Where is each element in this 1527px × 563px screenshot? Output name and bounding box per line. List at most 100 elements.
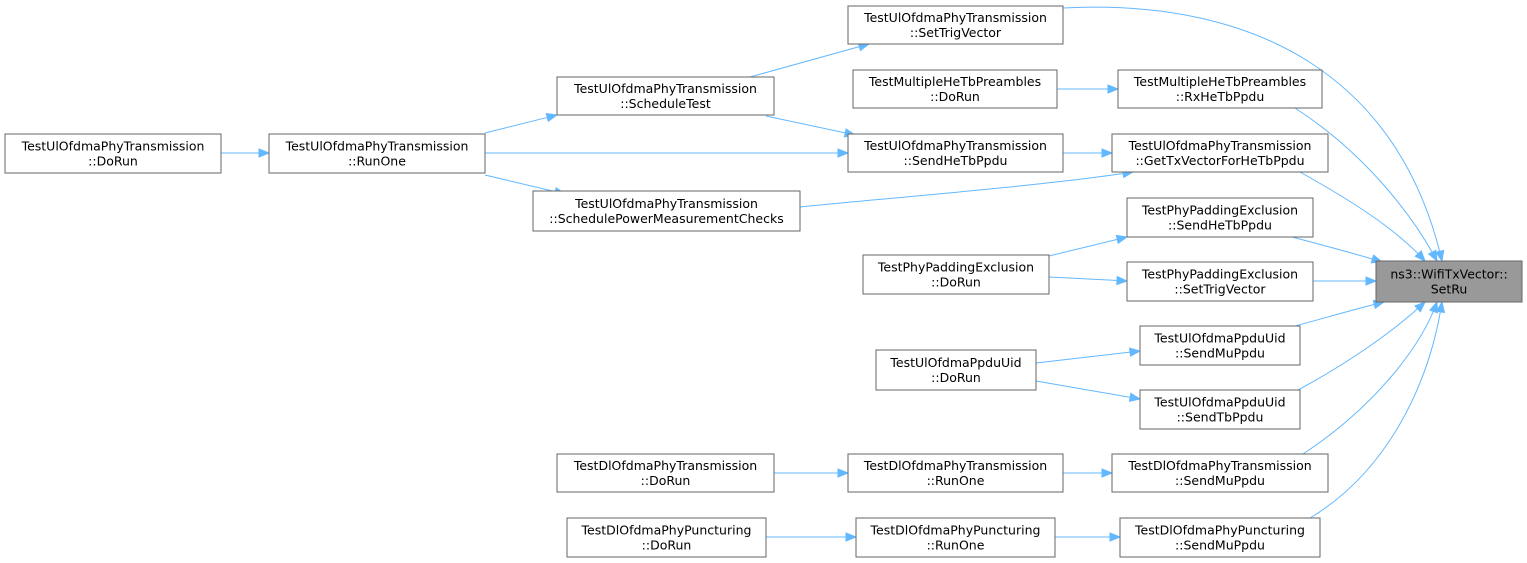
node-box[interactable] <box>556 453 775 493</box>
node-ul-sched[interactable]: TestUlOfdmaPhyTransmission::ScheduleTest <box>556 76 775 116</box>
arrowhead-icon <box>1427 249 1438 263</box>
edge-line <box>1299 171 1426 262</box>
arrowhead-icon <box>1414 301 1426 313</box>
edge-pun_send-to-wifitx <box>1309 300 1446 519</box>
node-box[interactable] <box>1375 260 1523 303</box>
arrowhead-icon <box>1435 300 1446 314</box>
edge-line <box>799 171 1134 208</box>
node-ul-gettx[interactable]: TestUlOfdmaPhyTransmission::GetTxVectorF… <box>1111 133 1329 173</box>
arrowhead-icon <box>1429 300 1438 314</box>
edge-dl_runone-to-dl_send <box>1063 468 1114 478</box>
node-label: ::ScheduleTest <box>620 96 711 111</box>
arrowhead-icon <box>1101 148 1114 158</box>
node-mhe-rx[interactable]: TestMultipleHeTbPreambles::RxHeTbPpdu <box>1117 69 1323 109</box>
node-wifitx[interactable]: ns3::WifiTxVector::SetRu <box>1375 260 1523 303</box>
node-label: TestUlOfdmaPpduUid <box>1153 395 1285 410</box>
arrowhead-icon <box>1414 250 1426 262</box>
node-pun-send[interactable]: TestDlOfdmaPhyPuncturing::SendMuPpdu <box>1119 517 1321 558</box>
edge-pun_dorun-to-pun_runone <box>766 532 858 542</box>
node-ul-power[interactable]: TestUlOfdmaPhyTransmission::SchedulePowe… <box>532 190 801 232</box>
node-label: TestDlOfdmaPhyPuncturing <box>870 523 1041 538</box>
node-label: ::RxHeTbPpdu <box>1176 89 1265 104</box>
node-box[interactable] <box>1117 69 1323 109</box>
node-uid-dorun[interactable]: TestUlOfdmaPpduUid::DoRun <box>875 349 1037 391</box>
node-ul-send[interactable]: TestUlOfdmaPhyTransmission::SendHeTbPpdu <box>847 133 1064 173</box>
node-label: TestUlOfdmaPhyTransmission <box>1128 138 1312 153</box>
node-box[interactable] <box>1111 453 1329 493</box>
node-box[interactable] <box>855 517 1056 558</box>
node-box[interactable] <box>566 517 767 558</box>
node-label: TestDlOfdmaPhyPuncturing <box>1134 523 1305 538</box>
edge-mhe_rx-to-wifitx <box>1294 107 1438 263</box>
node-label: ::GetTxVectorForHeTbPpdu <box>1135 153 1304 168</box>
node-dl-send[interactable]: TestDlOfdmaPhyTransmission::SendMuPpdu <box>1111 453 1329 493</box>
node-ul-runone[interactable]: TestUlOfdmaPhyTransmission::RunOne <box>268 133 486 174</box>
edge-line <box>1048 276 1119 282</box>
node-pad-settrig[interactable]: TestPhyPaddingExclusion::SetTrigVector <box>1126 261 1314 302</box>
edge-ul_sched-to-ul_send <box>765 115 857 138</box>
node-box[interactable] <box>862 254 1050 295</box>
edge-line <box>1291 236 1383 263</box>
edge-line <box>1035 380 1132 398</box>
node-dl-dorun[interactable]: TestDlOfdmaPhyTransmission::DoRun <box>556 453 775 493</box>
node-label: TestUlOfdmaPpduUid <box>889 355 1021 370</box>
edge-ul_dorun-to-ul_runone <box>221 148 271 158</box>
arrowhead-icon <box>545 112 559 123</box>
edge-line <box>765 115 847 134</box>
node-dl-runone[interactable]: TestDlOfdmaPhyTransmission::RunOne <box>847 453 1064 493</box>
node-label: TestDlOfdmaPhyPuncturing <box>581 523 752 538</box>
node-box[interactable] <box>1111 133 1329 173</box>
node-box[interactable] <box>4 133 222 174</box>
edge-ul_settrig-to-wifitx <box>1062 6 1445 263</box>
arrowhead-icon <box>1435 249 1445 263</box>
node-label: ::DoRun <box>931 275 981 290</box>
node-pad-dorun[interactable]: TestPhyPaddingExclusion::DoRun <box>862 254 1050 295</box>
edge-line <box>1035 351 1132 364</box>
node-box[interactable] <box>847 133 1064 173</box>
node-label: ::RunOne <box>927 538 985 553</box>
node-label: ::SendHeTbPpdu <box>904 153 1008 168</box>
arrowhead-icon <box>837 468 850 478</box>
node-box[interactable] <box>1126 197 1314 238</box>
node-label: TestUlOfdmaPhyTransmission <box>573 81 757 96</box>
node-box[interactable] <box>1139 389 1301 430</box>
node-pun-runone[interactable]: TestDlOfdmaPhyPuncturing::RunOne <box>855 517 1056 558</box>
edge-line <box>1302 301 1438 455</box>
node-box[interactable] <box>1139 325 1301 366</box>
node-box[interactable] <box>875 349 1037 391</box>
node-label: TestUlOfdmaPhyTransmission <box>21 139 205 154</box>
node-label: ::RunOne <box>348 154 406 169</box>
edge-dl_dorun-to-dl_runone <box>774 468 850 478</box>
node-box[interactable] <box>847 5 1064 45</box>
node-box[interactable] <box>532 190 801 232</box>
node-box[interactable] <box>847 453 1064 493</box>
node-label: ::DoRun <box>642 538 692 553</box>
node-mhe-dorun[interactable]: TestMultipleHeTbPreambles::DoRun <box>852 69 1058 109</box>
edge-uid_mu-to-wifitx <box>1294 299 1386 327</box>
node-uid-mu[interactable]: TestUlOfdmaPpduUid::SendMuPpdu <box>1139 325 1301 366</box>
node-label: ::DoRun <box>641 473 691 488</box>
node-box[interactable] <box>1119 517 1321 558</box>
node-label: ::SendHeTbPpdu <box>1168 218 1272 233</box>
node-pun-dorun[interactable]: TestDlOfdmaPhyPuncturing::DoRun <box>566 517 767 558</box>
edge-line <box>484 116 549 134</box>
arrowhead-icon <box>1107 84 1120 94</box>
node-box[interactable] <box>268 133 486 174</box>
node-label: ns3::WifiTxVector:: <box>1390 267 1507 282</box>
node-box[interactable] <box>852 69 1058 109</box>
node-label: ::DoRun <box>88 154 138 169</box>
edge-line <box>1062 6 1443 262</box>
node-label: ::DoRun <box>931 370 981 385</box>
edge-uid_dorun-to-uid_mu <box>1035 347 1142 364</box>
edge-line <box>749 45 861 78</box>
node-box[interactable] <box>1126 261 1314 302</box>
node-box[interactable] <box>556 76 775 116</box>
node-ul-dorun[interactable]: TestUlOfdmaPhyTransmission::DoRun <box>4 133 222 174</box>
node-uid-tb[interactable]: TestUlOfdmaPpduUid::SendTbPpdu <box>1139 389 1301 430</box>
node-ul-settrig[interactable]: TestUlOfdmaPhyTransmission::SetTrigVecto… <box>847 5 1064 45</box>
node-pad-send[interactable]: TestPhyPaddingExclusion::SendHeTbPpdu <box>1126 197 1314 238</box>
node-label: TestDlOfdmaPhyTransmission <box>573 458 757 473</box>
edge-line <box>1309 301 1443 519</box>
node-label: ::SendMuPpdu <box>1175 538 1265 553</box>
edge-pad_dorun-to-pad_settrig <box>1048 275 1129 286</box>
